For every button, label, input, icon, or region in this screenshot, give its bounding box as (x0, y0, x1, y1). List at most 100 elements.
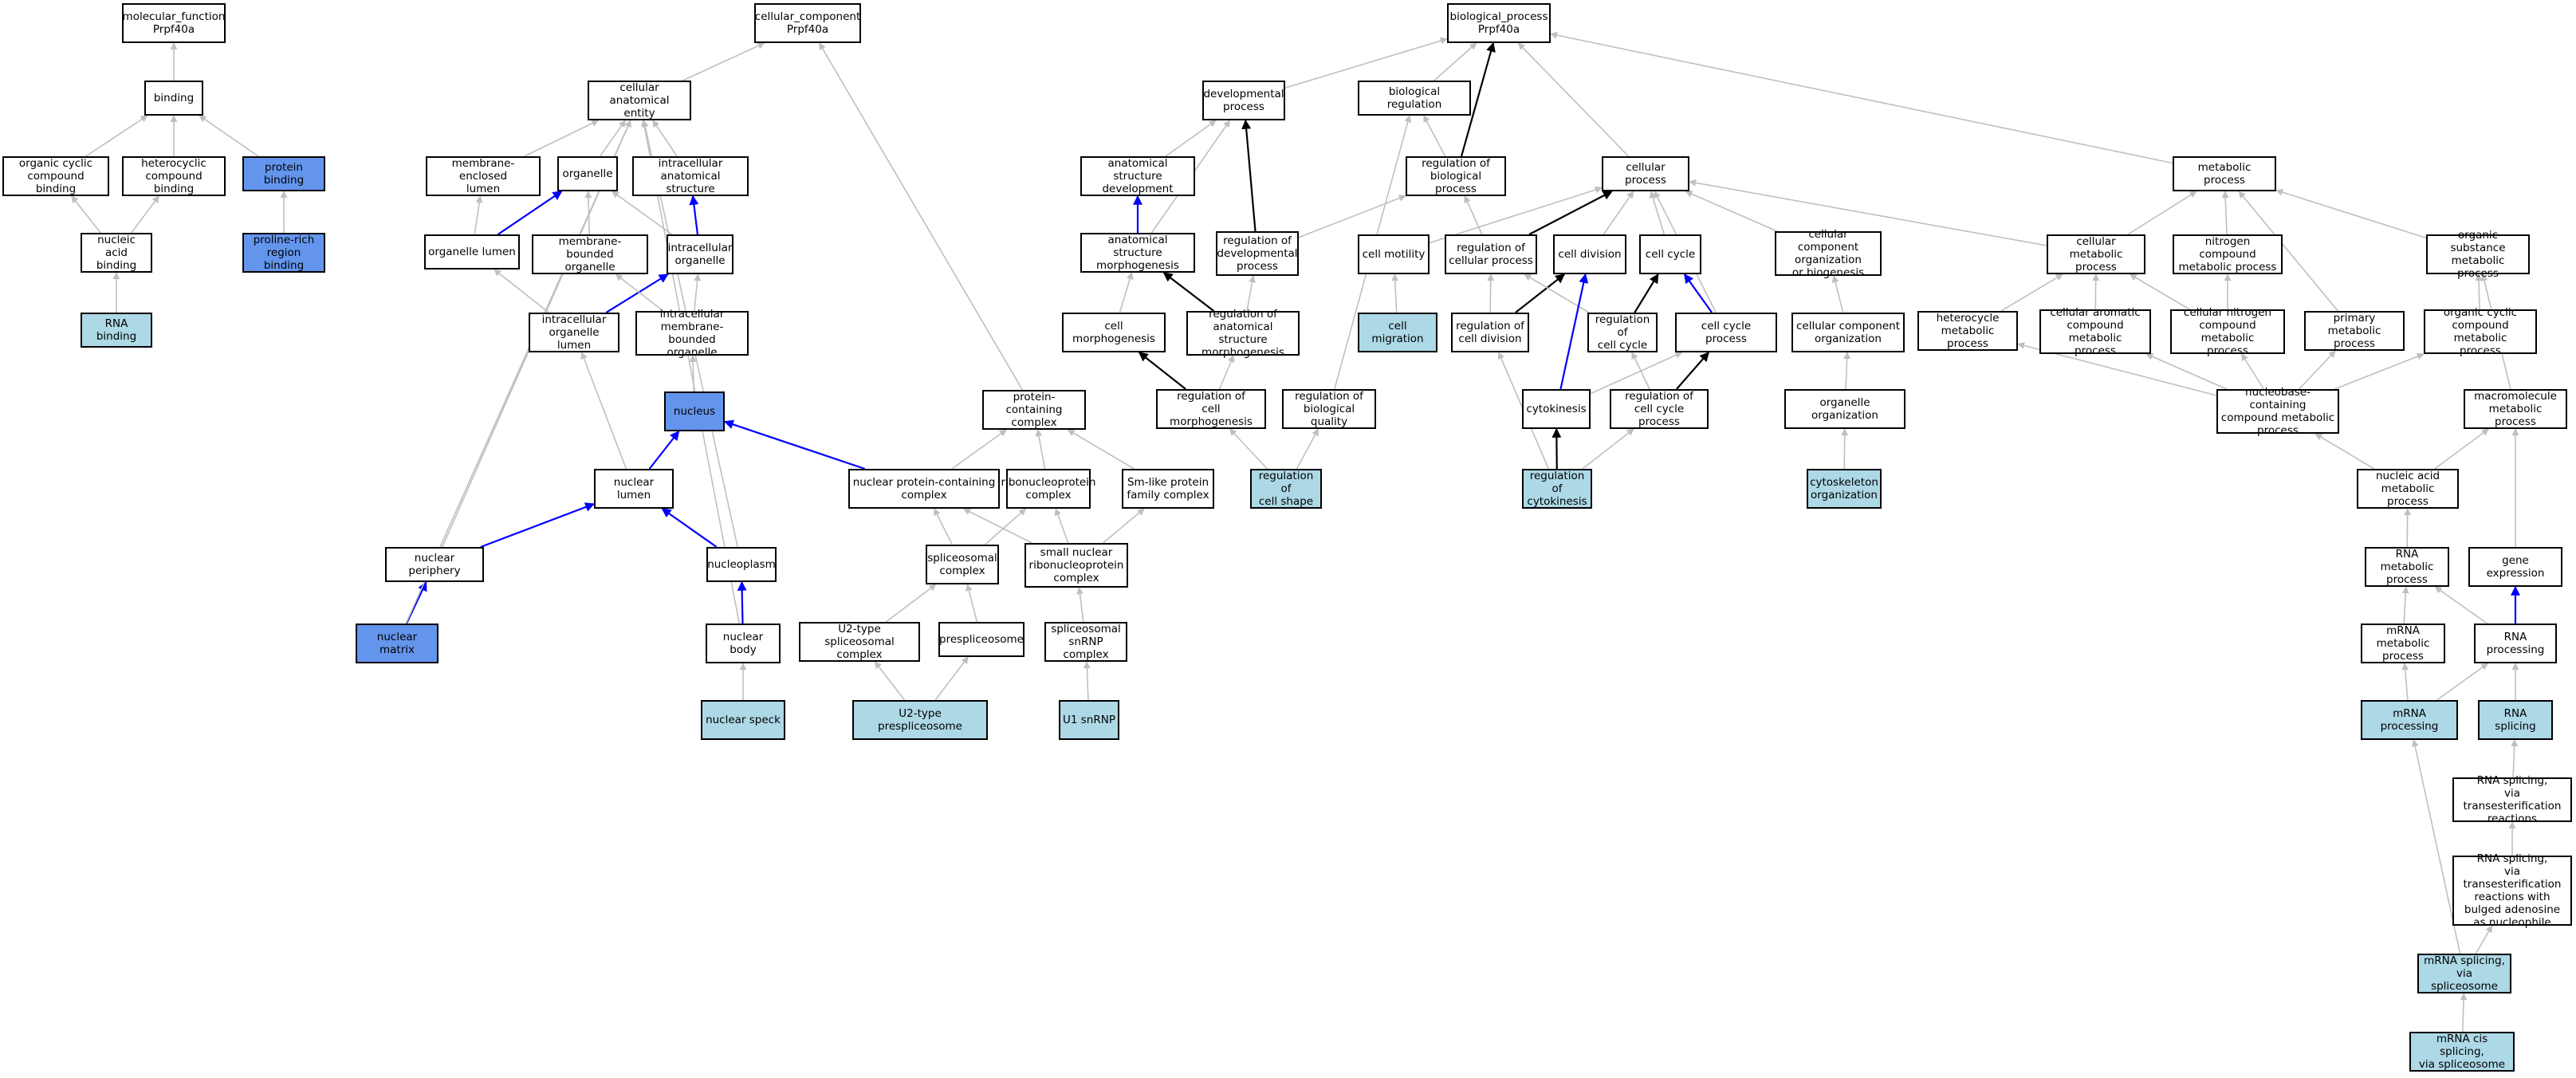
node-regulation-of-biological-quality[interactable]: regulation of biological quality (1282, 389, 1376, 429)
node-regulation-of-cell-shape[interactable]: regulation of cell shape (1250, 469, 1322, 509)
node-intracellular-organelle[interactable]: intracellular organelle (667, 234, 733, 274)
node-rna-metabolic-process[interactable]: RNA metabolic process (2365, 547, 2449, 587)
node-cellular-component-organization[interactable]: cellular component organization (1791, 313, 1905, 352)
edge-is-a-mrna-splicing-via-spliceosome-to-rna-splicing-bulged-adenosine (2475, 925, 2493, 954)
edge-is-a-cellular-component-organization-or-biogenesis-to-cellular-process (1685, 191, 1778, 232)
node-cellular-metabolic-process[interactable]: cellular metabolic process (2047, 234, 2145, 274)
node-prespliceosome[interactable]: prespliceosome (938, 622, 1025, 657)
node-mrna-metabolic-process[interactable]: mRNA metabolic process (2361, 624, 2445, 663)
edge-is-a-cell-morphogenesis-to-anatomical-structure-morphogenesis (1119, 272, 1134, 313)
node-nucleus[interactable]: nucleus (664, 391, 725, 431)
node-intracellular-organelle-lumen[interactable]: intracellular organelle lumen (529, 313, 619, 352)
edge-is-a-rna-splicing-transesterification-to-rna-splicing (2511, 739, 2519, 778)
node-intracellular-membrane-bounded-organelle[interactable]: intracellular membrane-bounded organelle (635, 308, 749, 359)
node-heterocycle-metabolic-process[interactable]: heterocycle metabolic process (1917, 311, 2018, 351)
edge-is-a-regulation-of-cell-cycle-process-to-regulation-of-cell-cycle (1631, 352, 1650, 390)
node-cell-cycle[interactable]: cell cycle (1639, 234, 1701, 274)
node-cellular-nitrogen-compound-metabolic-process[interactable]: cellular nitrogen compound metabolic pro… (2170, 306, 2285, 357)
node-cell-division[interactable]: cell division (1553, 234, 1626, 274)
node-organelle-lumen[interactable]: organelle lumen (424, 234, 520, 270)
node-cellular-anatomical-entity[interactable]: cellular anatomical entity (588, 81, 691, 120)
node-cellular-component-root[interactable]: cellular_component Prpf40a (754, 3, 861, 43)
node-mrna-processing[interactable]: mRNA processing (2361, 700, 2458, 740)
edge-is-a-heterocycle-metabolic-process-to-cellular-metabolic-process (2000, 273, 2063, 312)
node-nuclear-periphery[interactable]: nuclear periphery (385, 547, 484, 582)
node-cell-motility[interactable]: cell motility (1358, 234, 1430, 274)
node-heterocyclic-compound-binding[interactable]: heterocyclic compound binding (122, 156, 226, 196)
node-nuclear-matrix[interactable]: nuclear matrix (356, 624, 439, 663)
node-biological-process-root[interactable]: biological_process Prpf40a (1447, 3, 1551, 43)
edge-regulates-regulation-of-cell-cycle-to-cell-cycle (1634, 273, 1659, 313)
node-organic-cyclic-compound-metabolic-process[interactable]: organic cyclic compound metabolic proces… (2424, 306, 2537, 357)
node-nuclear-lumen[interactable]: nuclear lumen (594, 469, 674, 509)
node-protein-containing-complex[interactable]: protein-containing complex (982, 390, 1086, 430)
node-metabolic-process[interactable]: metabolic process (2173, 156, 2276, 191)
node-nucleobase-containing-compound-metabolic-process[interactable]: nucleobase-containing compound metabolic… (2216, 386, 2339, 437)
node-organic-substance-metabolic-process[interactable]: organic substance metabolic process (2426, 229, 2530, 280)
node-organelle[interactable]: organelle (557, 156, 618, 191)
node-regulation-of-cell-division[interactable]: regulation of cell division (1451, 313, 1529, 352)
node-molecular-function-root[interactable]: molecular_function Prpf40a (122, 3, 226, 43)
node-rna-splicing[interactable]: RNA splicing (2478, 700, 2553, 740)
node-u2-type-spliceosomal-complex[interactable]: U2-type spliceosomal complex (799, 622, 920, 662)
node-proline-rich-region-binding[interactable]: proline-rich region binding (242, 233, 325, 273)
node-spliceosomal-complex[interactable]: spliceosomal complex (926, 545, 999, 584)
node-developmental-process[interactable]: developmental process (1202, 81, 1285, 120)
node-mrna-splicing-via-spliceosome[interactable]: mRNA splicing, via spliceosome (2417, 954, 2511, 993)
edge-regulates-regulation-of-anatomical-structure-morphogenesis-to-anatomical-structure-morphogenesis (1162, 272, 1215, 312)
node-organic-cyclic-compound-binding[interactable]: organic cyclic compound binding (2, 156, 109, 196)
node-primary-metabolic-process[interactable]: primary metabolic process (2304, 311, 2405, 351)
node-macromolecule-metabolic-process[interactable]: macromolecule metabolic process (2464, 389, 2567, 429)
edge-is-a-cellular-metabolic-process-to-cellular-process (1689, 179, 2047, 246)
node-rna-processing[interactable]: RNA processing (2474, 624, 2557, 663)
node-regulation-of-anatomical-structure-morphogenesis[interactable]: regulation of anatomical structure morph… (1186, 308, 1300, 359)
node-anatomical-structure-development[interactable]: anatomical structure development (1080, 156, 1195, 196)
node-anatomical-structure-morphogenesis[interactable]: anatomical structure morphogenesis (1080, 233, 1195, 273)
node-regulation-of-biological-process[interactable]: regulation of biological process (1406, 156, 1506, 196)
node-cellular-aromatic-compound-metabolic-process[interactable]: cellular aromatic compound metabolic pro… (2039, 306, 2151, 357)
node-regulation-of-developmental-process[interactable]: regulation of developmental process (1216, 231, 1299, 276)
node-nitrogen-compound-metabolic-process[interactable]: nitrogen compound metabolic process (2173, 234, 2283, 274)
node-small-nuclear-ribonucleoprotein-complex[interactable]: small nuclear ribonucleoprotein complex (1025, 543, 1128, 588)
edge-is-a-spliceosomal-complex-to-nuclear-protein-containing-complex (933, 508, 954, 545)
node-regulation-of-cell-cycle-process[interactable]: regulation of cell cycle process (1610, 389, 1709, 429)
node-nucleoplasm[interactable]: nucleoplasm (706, 547, 777, 582)
node-u1-snrnp[interactable]: U1 snRNP (1059, 700, 1119, 740)
node-membrane-bounded-organelle[interactable]: membrane-bounded organelle (532, 234, 648, 274)
node-regulation-of-cytokinesis[interactable]: regulation of cytokinesis (1522, 469, 1592, 509)
node-u2-type-prespliceosome[interactable]: U2-type prespliceosome (852, 700, 988, 740)
node-rna-splicing-bulged-adenosine-nucleophile[interactable]: RNA splicing, via transesterification re… (2452, 852, 2572, 929)
node-binding[interactable]: binding (144, 81, 203, 116)
edge-is-a-cell-cycle-to-cellular-process (1649, 191, 1666, 235)
node-nucleic-acid-metabolic-process[interactable]: nucleic acid metabolic process (2357, 469, 2459, 509)
node-regulation-of-cell-cycle[interactable]: regulation of cell cycle (1587, 313, 1658, 352)
node-protein-binding[interactable]: protein binding (242, 156, 325, 191)
node-cellular-component-organization-or-biogenesis[interactable]: cellular component organization or bioge… (1775, 228, 1882, 279)
node-cell-migration[interactable]: cell migration (1358, 313, 1437, 352)
node-cellular-process[interactable]: cellular process (1602, 156, 1689, 191)
node-nuclear-protein-containing-complex[interactable]: nuclear protein-containing complex (848, 469, 1000, 509)
node-nuclear-speck[interactable]: nuclear speck (701, 700, 785, 740)
node-spliceosomal-snrnp-complex[interactable]: spliceosomal snRNP complex (1044, 622, 1127, 662)
node-nuclear-body[interactable]: nuclear body (706, 624, 781, 663)
node-sm-like-protein-family-complex[interactable]: Sm-like protein family complex (1122, 469, 1214, 509)
node-intracellular-anatomical-structure[interactable]: intracellular anatomical structure (632, 156, 749, 196)
node-regulation-of-cell-morphogenesis[interactable]: regulation of cell morphogenesis (1156, 389, 1266, 429)
node-cytokinesis[interactable]: cytokinesis (1522, 389, 1591, 429)
node-cell-morphogenesis[interactable]: cell morphogenesis (1062, 313, 1166, 352)
node-regulation-of-cellular-process[interactable]: regulation of cellular process (1445, 234, 1537, 274)
node-ribonucleoprotein-complex[interactable]: ribonucleoprotein complex (1001, 469, 1095, 509)
edge-is-a-cellular-metabolic-process-to-metabolic-process (2127, 191, 2197, 235)
edge-is-a-spliceosomal-complex-to-ribonucleoprotein-complex (984, 508, 1027, 545)
node-gene-expression[interactable]: gene expression (2468, 547, 2562, 587)
node-biological-regulation[interactable]: biological regulation (1358, 81, 1471, 116)
edge-is-a-intracellular-membrane-bounded-organelle-to-membrane-bounded-organelle (615, 273, 664, 312)
node-rna-binding[interactable]: RNA binding (81, 313, 152, 348)
node-mrna-cis-splicing-via-spliceosome[interactable]: mRNA cis splicing, via spliceosome (2409, 1032, 2515, 1072)
node-cell-cycle-process[interactable]: cell cycle process (1675, 313, 1777, 352)
node-membrane-enclosed-lumen[interactable]: membrane-enclosed lumen (426, 156, 541, 196)
node-rna-splicing-via-transesterification-reactions[interactable]: RNA splicing, via transesterification re… (2452, 774, 2572, 825)
node-nucleic-acid-binding[interactable]: nucleic acid binding (81, 233, 152, 273)
node-organelle-organization[interactable]: organelle organization (1784, 389, 1905, 429)
node-cytoskeleton-organization[interactable]: cytoskeleton organization (1807, 469, 1882, 509)
